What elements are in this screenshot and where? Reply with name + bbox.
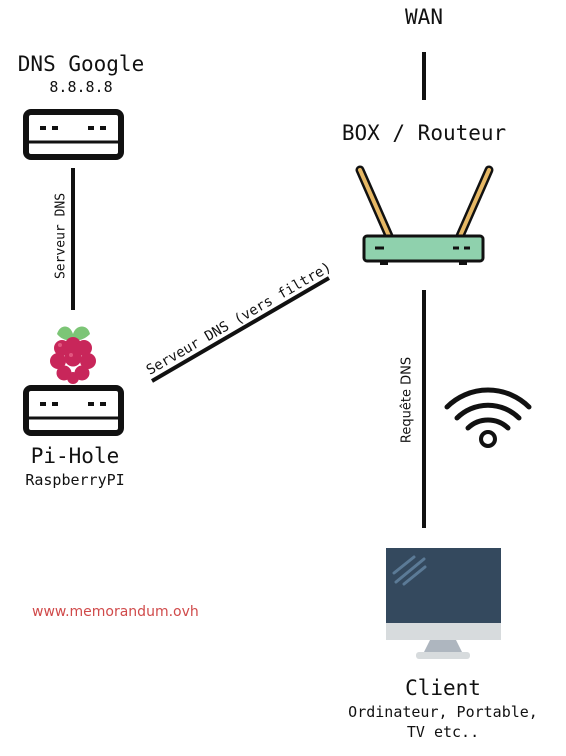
watermark-link[interactable]: www.memorandum.ovh xyxy=(32,604,199,620)
client-line1: Ordinateur, Portable, xyxy=(348,703,538,721)
line-pihole-box xyxy=(150,276,331,383)
router-icon xyxy=(355,165,494,265)
dns-google-name: DNS Google xyxy=(17,52,145,76)
dns-google-ip: 8.8.8.8 xyxy=(49,78,113,96)
box-label: BOX / Routeur xyxy=(341,121,507,145)
pihole-name: Pi-Hole xyxy=(30,444,120,468)
switch-icon xyxy=(23,109,124,160)
link-google-pihole-label: Serveur DNS xyxy=(53,192,69,280)
link-box-client-label: Requête DNS xyxy=(399,356,415,444)
pihole-switch-icon xyxy=(23,385,124,436)
client-name: Client xyxy=(405,676,481,700)
raspberry-icon xyxy=(50,326,96,384)
monitor-icon xyxy=(386,548,501,659)
pihole-device: RaspberryPI xyxy=(25,471,125,489)
wan-label: WAN xyxy=(405,5,443,29)
client-line2: TV etc.. xyxy=(406,723,480,741)
wifi-icon xyxy=(444,387,532,448)
